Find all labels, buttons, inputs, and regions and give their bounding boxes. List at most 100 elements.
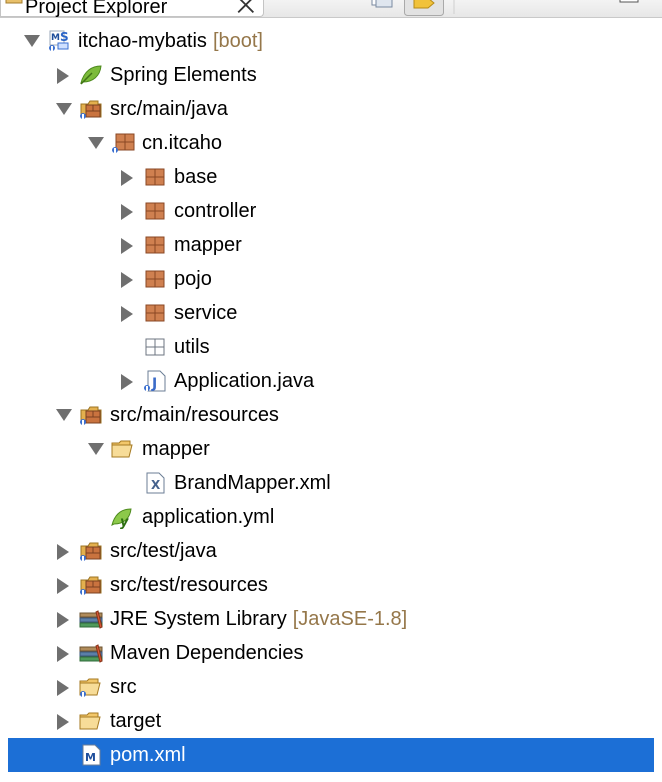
minimize-button[interactable] xyxy=(618,0,642,14)
toolbar-separator xyxy=(452,0,456,14)
svg-text:M: M xyxy=(85,751,96,764)
chevron-right-icon[interactable] xyxy=(118,296,138,330)
tree-item-label: service xyxy=(174,302,238,324)
package-icon-info xyxy=(110,131,136,155)
chevron-right-icon[interactable] xyxy=(54,670,74,704)
tree-item-label: pom.xml xyxy=(110,744,186,766)
tree-item-text: service xyxy=(174,296,237,330)
source-folder-icon xyxy=(78,97,104,121)
tree-item-src-main-resources[interactable]: src/main/resources xyxy=(0,398,662,432)
open-folder-icon xyxy=(110,437,136,461)
open-folder-icon xyxy=(78,709,104,733)
chevron-right-icon[interactable] xyxy=(54,568,74,602)
svg-text:X: X xyxy=(151,478,161,492)
tree-item-text: src xyxy=(110,670,137,704)
tree-item-mapper[interactable]: mapper xyxy=(0,432,662,466)
tree-item-src[interactable]: src xyxy=(0,670,662,704)
chevron-down-icon[interactable] xyxy=(22,24,42,58)
tree-item-text: pom.xml xyxy=(110,738,186,772)
chevron-right-icon[interactable] xyxy=(118,194,138,228)
source-folder-icon xyxy=(78,539,104,563)
link-with-editor-button[interactable] xyxy=(404,0,444,16)
view-menu-dot-icon[interactable] xyxy=(466,0,486,14)
tree-item-decoration: [boot] xyxy=(212,30,263,52)
tree-item-text: JRE System Library[JavaSE-1.8] xyxy=(110,602,407,636)
chevron-right-icon[interactable] xyxy=(54,602,74,636)
tree-item-maven-dependencies[interactable]: Maven Dependencies xyxy=(0,636,662,670)
chevron-down-icon[interactable] xyxy=(54,92,74,126)
folder-info-icon xyxy=(78,675,104,699)
chevron-right-icon[interactable] xyxy=(54,534,74,568)
view-header: Project Explorer ⨉ xyxy=(0,0,662,18)
package-icon xyxy=(142,165,168,189)
tree-item-label: BrandMapper.xml xyxy=(174,472,331,494)
tree-item-label: utils xyxy=(174,336,210,358)
chevron-down-icon[interactable] xyxy=(86,432,106,466)
tree-item-text: mapper xyxy=(174,228,242,262)
xml-file-icon: X xyxy=(142,471,168,495)
tree-item-text: cn.itcaho xyxy=(142,126,222,160)
tree-item-service[interactable]: service xyxy=(0,296,662,330)
tree-item-label: src xyxy=(110,676,137,698)
tree-item-text: src/test/java xyxy=(110,534,217,568)
chevron-down-icon[interactable] xyxy=(54,398,74,432)
tree-item-src-test-resources[interactable]: src/test/resources xyxy=(0,568,662,602)
yml-file-icon: y xyxy=(110,505,136,530)
tree-item-text: mapper xyxy=(142,432,210,466)
close-icon[interactable]: ⨉ xyxy=(237,0,255,18)
chevron-right-icon[interactable] xyxy=(118,364,138,398)
project-explorer-tab[interactable]: Project Explorer ⨉ xyxy=(0,0,264,17)
project-explorer-icon xyxy=(5,0,23,9)
tree-item-label: application.yml xyxy=(142,506,275,528)
tree-item-label: src/test/resources xyxy=(110,574,268,596)
tree-item-label: Spring Elements xyxy=(110,64,257,86)
tree-item-label: controller xyxy=(174,200,257,222)
spring-leaf-icon xyxy=(78,63,104,87)
library-icon xyxy=(78,641,104,665)
tree-item-application-yml[interactable]: y application.yml xyxy=(0,500,662,534)
tree-item-label: Application.java xyxy=(174,370,315,392)
tree-item-text: target xyxy=(110,704,161,738)
tree-item-brandmapper-xml[interactable]: X BrandMapper.xml xyxy=(0,466,662,500)
tree-item-mapper[interactable]: mapper xyxy=(0,228,662,262)
tree-item-utils[interactable]: utils xyxy=(0,330,662,364)
tree-item-text: base xyxy=(174,160,217,194)
empty-package-icon xyxy=(142,335,168,359)
tree-item-text: src/main/java xyxy=(110,92,228,126)
chevron-right-icon[interactable] xyxy=(54,636,74,670)
tree-item-label: cn.itcaho xyxy=(142,132,223,154)
tree-item-cn-itcaho[interactable]: cn.itcaho xyxy=(0,126,662,160)
chevron-right-icon[interactable] xyxy=(118,160,138,194)
tree-item-src-test-java[interactable]: src/test/java xyxy=(0,534,662,568)
tree-item-label: itchao-mybatis xyxy=(78,30,207,52)
tree-item-controller[interactable]: controller xyxy=(0,194,662,228)
selection-highlight xyxy=(8,738,654,772)
tree-item-text: Spring Elements xyxy=(110,58,257,92)
package-icon xyxy=(142,267,168,291)
collapse-all-button[interactable] xyxy=(366,0,396,14)
svg-text:J: J xyxy=(151,376,157,392)
chevron-down-icon[interactable] xyxy=(86,126,106,160)
tree-item-application-java[interactable]: J Application.java xyxy=(0,364,662,398)
tree-item-text: src/test/resources xyxy=(110,568,268,602)
tree-item-label: src/test/java xyxy=(110,540,217,562)
tree-item-jre-system-library[interactable]: JRE System Library[JavaSE-1.8] xyxy=(0,602,662,636)
library-icon xyxy=(78,607,104,631)
tree-item-base[interactable]: base xyxy=(0,160,662,194)
chevron-right-icon[interactable] xyxy=(118,228,138,262)
package-icon xyxy=(142,199,168,223)
tree-item-spring-elements[interactable]: Spring Elements xyxy=(0,58,662,92)
source-folder-icon xyxy=(78,403,104,427)
tree-item-text: Application.java xyxy=(174,364,314,398)
tree-item-label: pojo xyxy=(174,268,212,290)
tree-item-target[interactable]: target xyxy=(0,704,662,738)
chevron-right-icon[interactable] xyxy=(118,262,138,296)
tree-item-text: Maven Dependencies xyxy=(110,636,303,670)
chevron-right-icon[interactable] xyxy=(54,704,74,738)
chevron-right-icon[interactable] xyxy=(54,58,74,92)
svg-text:M: M xyxy=(51,33,60,43)
tree-item-pojo[interactable]: pojo xyxy=(0,262,662,296)
tree-item-src-main-java[interactable]: src/main/java xyxy=(0,92,662,126)
